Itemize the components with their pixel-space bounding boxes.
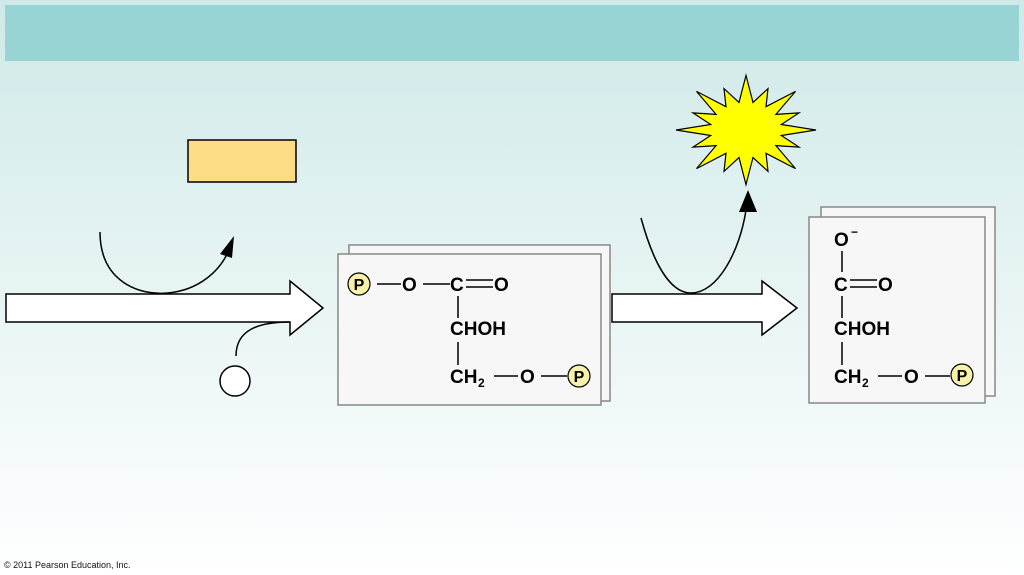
oxygen-atom: O	[878, 275, 893, 296]
curved-arrow-1	[99, 231, 229, 295]
oxygen-atom: O	[402, 275, 417, 296]
phosphate-circle-2	[567, 364, 591, 388]
energy-burst-icon	[675, 73, 817, 187]
phosphate-circle-3	[950, 363, 974, 387]
placeholder-box	[187, 139, 297, 183]
curved-arrow-2	[640, 209, 747, 294]
oxygen-atom: O	[494, 275, 509, 296]
reaction-arrow-1	[5, 279, 325, 337]
arrowhead-1	[220, 236, 234, 258]
molecule-card-1	[337, 253, 602, 406]
choh-group: CHOH	[450, 319, 506, 340]
oxygen-atom: O	[834, 230, 849, 251]
header-band	[5, 5, 1019, 61]
placeholder-circle	[219, 365, 251, 397]
arrowhead-2	[739, 190, 757, 212]
subscript: 2	[862, 376, 869, 390]
oxygen-atom: O	[520, 367, 535, 388]
carbon-atom: C	[834, 275, 848, 296]
phosphate-label-3: P	[957, 368, 968, 385]
reaction-arrow-2	[611, 279, 799, 337]
ch-group: CH	[450, 367, 477, 388]
copyright-text: © 2011 Pearson Education, Inc.	[4, 560, 131, 570]
negative-charge: −	[851, 225, 858, 239]
phosphate-label-2: P	[574, 369, 585, 386]
phosphate-label-1: P	[354, 277, 365, 294]
input-curve	[235, 321, 291, 357]
subscript: 2	[478, 376, 485, 390]
oxygen-atom: O	[904, 367, 919, 388]
choh-group: CHOH	[834, 319, 890, 340]
phosphate-circle-1	[347, 272, 371, 296]
carbon-atom: C	[450, 275, 464, 296]
ch-group: CH	[834, 367, 861, 388]
